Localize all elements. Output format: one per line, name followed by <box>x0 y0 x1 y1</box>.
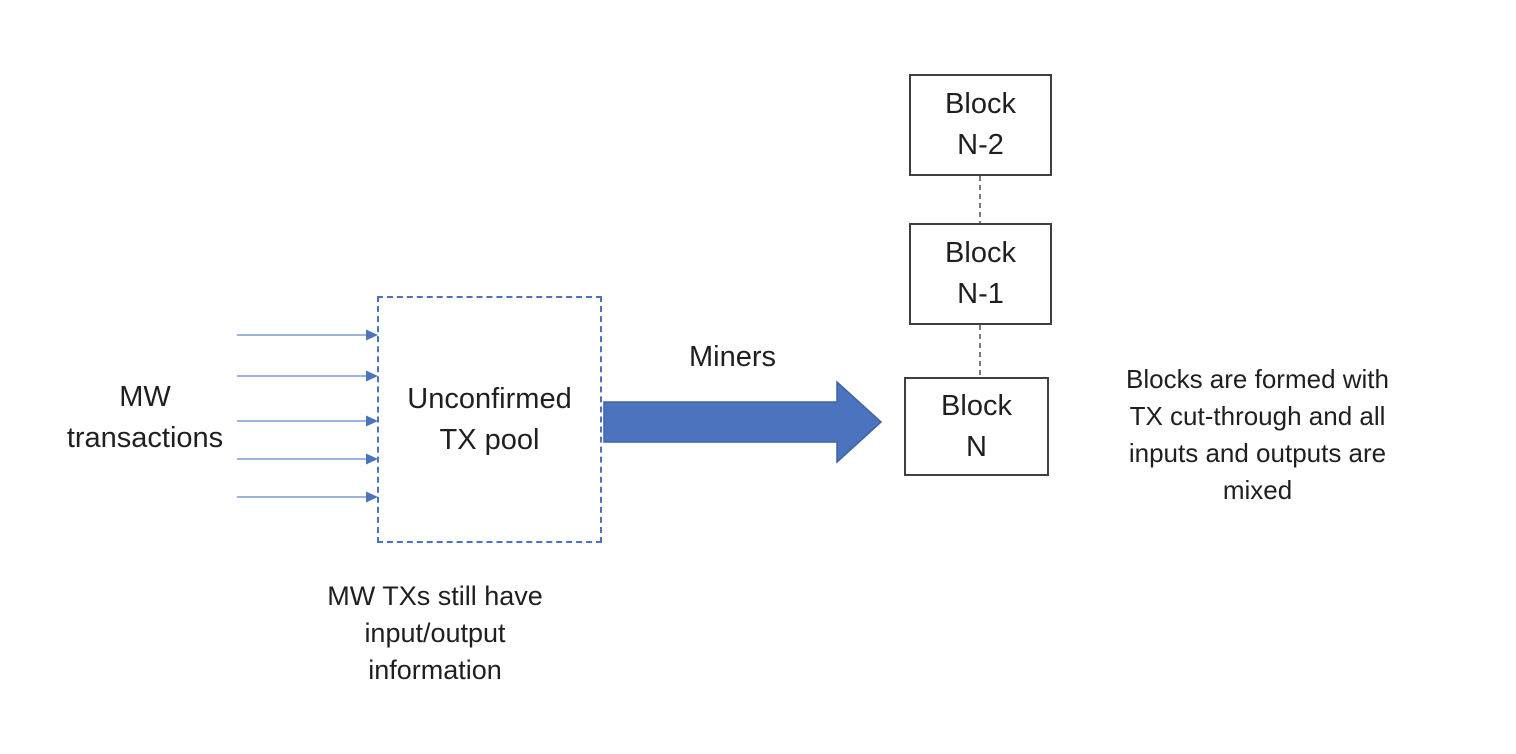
block-n1-label: Block N-1 <box>945 237 1016 310</box>
block-n1: Block N-1 <box>909 223 1052 325</box>
input-arrow-icon <box>237 453 378 465</box>
miners-arrow-icon <box>603 380 883 464</box>
input-arrow-icon <box>237 491 378 503</box>
unconfirmed-tx-pool-label: Unconfirmed TX pool <box>407 382 572 456</box>
block-n2-label: Block N-2 <box>945 88 1016 161</box>
pool-info-caption: MW TXs still have input/output informati… <box>327 581 543 685</box>
block-n2: Block N-2 <box>909 74 1052 176</box>
miners-label: Miners <box>688 341 776 373</box>
input-arrow-icon <box>237 370 378 382</box>
input-arrow-icon <box>237 415 378 427</box>
unconfirmed-tx-pool-box: Unconfirmed TX pool <box>377 296 602 543</box>
block-n-label: Block N <box>941 389 1012 463</box>
blocks-mixing-caption: Blocks are formed with TX cut-through an… <box>1126 364 1389 505</box>
block-n: Block N <box>904 377 1049 476</box>
input-arrow-icon <box>237 329 378 341</box>
mw-transactions-label: MW transactions <box>66 381 224 454</box>
